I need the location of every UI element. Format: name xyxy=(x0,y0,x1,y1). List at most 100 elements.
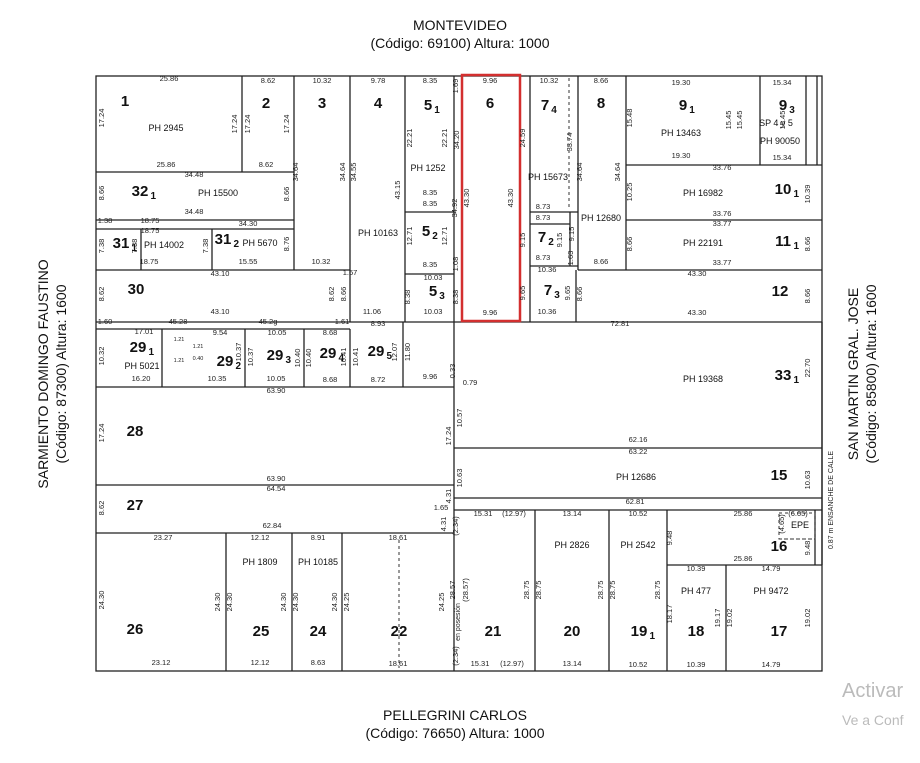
measure-label: 12.12 xyxy=(251,533,270,542)
vertical-measure-label: 1.63 xyxy=(566,251,575,266)
measure-label: 8.35 xyxy=(423,260,438,269)
parcel-sub-label: 1 xyxy=(151,191,157,202)
vertical-measure-label: 17.24 xyxy=(230,115,239,134)
measure-label: 8.35 xyxy=(423,76,438,85)
measure-label: 10.32 xyxy=(540,76,559,85)
measure-label: 10.39 xyxy=(687,660,706,669)
vertical-measure-label: 8.76 xyxy=(282,237,291,252)
measure-label: 15.34 xyxy=(773,78,792,87)
ph-label: PH 16982 xyxy=(683,188,723,198)
small-note: 1.21 xyxy=(174,358,185,364)
vertical-measure-label: 12.71 xyxy=(440,227,449,246)
vertical-measure-label: 24.30 xyxy=(279,593,288,612)
vertical-measure-label: 9.48 xyxy=(803,541,812,556)
vertical-measure-label: 0.33 xyxy=(448,364,457,379)
vertical-measure-label: 24.30 xyxy=(97,591,106,610)
parcel-sub-label: 4 xyxy=(551,105,557,116)
parcel-sub-label: 1 xyxy=(132,243,138,254)
measure-label: 18.61 xyxy=(389,533,408,542)
vertical-measure-label: 24.25 xyxy=(437,593,446,612)
vertical-measure-label: (28.57) xyxy=(461,578,470,602)
parcel-label: 8 xyxy=(597,95,605,112)
vertical-measure-label: 8.66 xyxy=(625,237,634,252)
measure-label: 34.30 xyxy=(239,219,258,228)
measure-label: 8.62 xyxy=(261,76,276,85)
vertical-measure-label: 12.71 xyxy=(405,227,414,246)
measure-label: 43.10 xyxy=(211,269,230,278)
vertical-measure-label: 43.15 xyxy=(393,181,402,200)
vertical-measure-label: 28.75 xyxy=(522,581,531,600)
vertical-measure-label: 10.63 xyxy=(803,471,812,490)
vertical-measure-label: 15.48 xyxy=(625,109,634,128)
measure-label: 43.30 xyxy=(688,269,707,278)
vertical-measure-label: 7.38 xyxy=(201,239,210,254)
parcel-label: 19 xyxy=(631,623,648,640)
measure-label: 8.73 xyxy=(536,213,551,222)
ph-label: PH 15673 xyxy=(528,172,568,182)
parcel-label: 6 xyxy=(486,95,494,112)
street-bottom-name: PELLEGRINI CARLOS xyxy=(383,707,527,723)
vertical-measure-label: (4.65) xyxy=(777,514,786,534)
measure-label: 25.86 xyxy=(157,160,176,169)
parcel-label: 30 xyxy=(128,281,145,298)
vertical-measure-label: 28.75 xyxy=(534,581,543,600)
measure-label: 45.2g xyxy=(259,317,278,326)
vertical-measure-label: 28.75 xyxy=(653,581,662,600)
measure-label: 10.36 xyxy=(538,307,557,316)
vertical-measure-label: 4.31 xyxy=(444,489,453,504)
vertical-measure-label: 34.64 xyxy=(291,163,300,182)
vertical-measure-label: 24.30 xyxy=(330,593,339,612)
measure-label: 1.67 xyxy=(343,268,358,277)
vertical-measure-label: 28.57 xyxy=(448,581,457,600)
parcel-sub-label: 3 xyxy=(554,290,560,301)
vertical-measure-label: 34.64 xyxy=(613,163,622,182)
highlighted-parcel-6[interactable] xyxy=(460,73,522,323)
measure-label: 10.36 xyxy=(538,265,557,274)
vertical-measure-label: 8.66 xyxy=(575,287,584,302)
measure-label: 62.84 xyxy=(263,521,282,530)
parcel-label: 32 xyxy=(132,183,149,200)
ph-label: PH 477 xyxy=(681,586,711,596)
measure-label: (12.97) xyxy=(500,659,524,668)
measure-label: 15.55 xyxy=(239,257,258,266)
measure-label: 17.01 xyxy=(135,327,154,336)
parcel-sub-label: 2 xyxy=(234,239,240,250)
vertical-measure-label: 11.80 xyxy=(403,343,412,361)
ph-label: PH 10185 xyxy=(298,557,338,567)
parcel-label: 15 xyxy=(771,467,788,484)
street-left-name: SARMIENTO DOMINGO FAUSTINO xyxy=(35,259,51,489)
vertical-measure-label: 17.24 xyxy=(243,115,252,134)
street-right: SAN MARTIN GRAL. JOSE (Código: 85800) Al… xyxy=(844,224,880,524)
measure-label: 10.39 xyxy=(687,564,706,573)
vertical-measure-label: 10.63 xyxy=(455,469,464,488)
measure-label: 8.93 xyxy=(371,319,386,328)
measure-label: 8.62 xyxy=(259,160,274,169)
vertical-measure-label: 7.38 xyxy=(97,239,106,254)
parcel-label: 5 xyxy=(424,97,432,114)
ph-label: PH 12686 xyxy=(616,472,656,482)
measure-label: 43.30 xyxy=(688,308,707,317)
parcel-label: 4 xyxy=(374,95,383,112)
vertical-measure-label: 8.62 xyxy=(97,501,106,516)
measure-label: 18.61 xyxy=(389,659,408,668)
parcel-label: 7 xyxy=(544,282,552,299)
vertical-measure-label: 8.38 xyxy=(451,290,460,305)
activation-watermark: Activar xyxy=(842,680,904,702)
parcel-label: 21 xyxy=(485,623,502,640)
measure-label: 14.79 xyxy=(762,660,781,669)
vertical-measure-label: 10.40 xyxy=(293,349,302,368)
ph-label: PH 5670 xyxy=(242,238,277,248)
street-left: SARMIENTO DOMINGO FAUSTINO (Código: 8730… xyxy=(34,224,70,524)
vertical-measure-label: 22.70 xyxy=(803,359,812,378)
parcel-label: 11 xyxy=(775,233,791,250)
street-right-code: (Código: 85800) Altura: 1600 xyxy=(863,284,879,464)
parcel-label: 5 xyxy=(429,283,437,300)
measure-label: 62.16 xyxy=(629,435,648,444)
ph-label: PH 22191 xyxy=(683,238,723,248)
vertical-measure-label: 17.24 xyxy=(444,427,453,446)
measure-label: 19.30 xyxy=(672,151,691,160)
vertical-measure-label: 8.66 xyxy=(803,237,812,252)
measure-label: 8.72 xyxy=(371,375,386,384)
street-bottom-code: (Código: 76650) Altura: 1000 xyxy=(365,725,545,741)
